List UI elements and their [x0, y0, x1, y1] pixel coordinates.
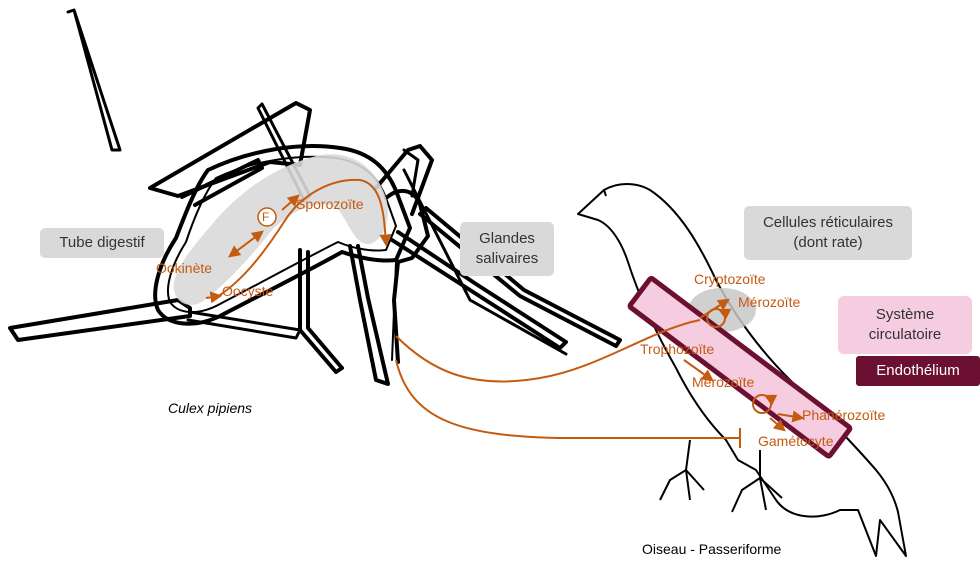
label-merozoite-1: Mérozoïte — [738, 294, 800, 310]
endothelium-box: Endothélium — [856, 356, 980, 386]
label-cryptozoite: Cryptozoïte — [694, 271, 766, 287]
host-label-mosquito: Culex pipiens — [168, 400, 252, 416]
glandes-salivaires-box: Glandes salivaires — [460, 222, 554, 276]
tube-digestif-box: Tube digestif — [40, 228, 164, 258]
endothelium-label: Endothélium — [876, 361, 959, 381]
label-oocyste: Oocyste — [222, 283, 273, 299]
cellules-label-line2: (dont rate) — [793, 233, 862, 253]
label-merozoite-2: Mérozoïte — [692, 374, 754, 390]
systeme-label-line2: circulatoire — [869, 325, 942, 345]
cellules-label-line1: Cellules réticulaires — [763, 213, 893, 233]
label-ookinete: Ookinète — [156, 260, 212, 276]
systeme-circulatoire-box: Système circulatoire — [838, 296, 972, 354]
glandes-label-line1: Glandes — [479, 229, 535, 249]
label-sporozoite: Sporozoïte — [296, 196, 364, 212]
host-label-bird: Oiseau - Passeriforme — [642, 541, 781, 557]
tube-digestif-label: Tube digestif — [59, 233, 144, 253]
cellules-reticulaires-box: Cellules réticulaires (dont rate) — [744, 206, 912, 260]
label-gametocyte: Gamétocyte — [758, 433, 833, 449]
label-fecondation: F — [262, 209, 269, 225]
glandes-label-line2: salivaires — [476, 249, 539, 269]
label-trophozoite: Trophozoïte — [640, 341, 714, 357]
label-phanerozoite: Phanérozoïte — [802, 407, 885, 423]
systeme-label-line1: Système — [876, 305, 934, 325]
